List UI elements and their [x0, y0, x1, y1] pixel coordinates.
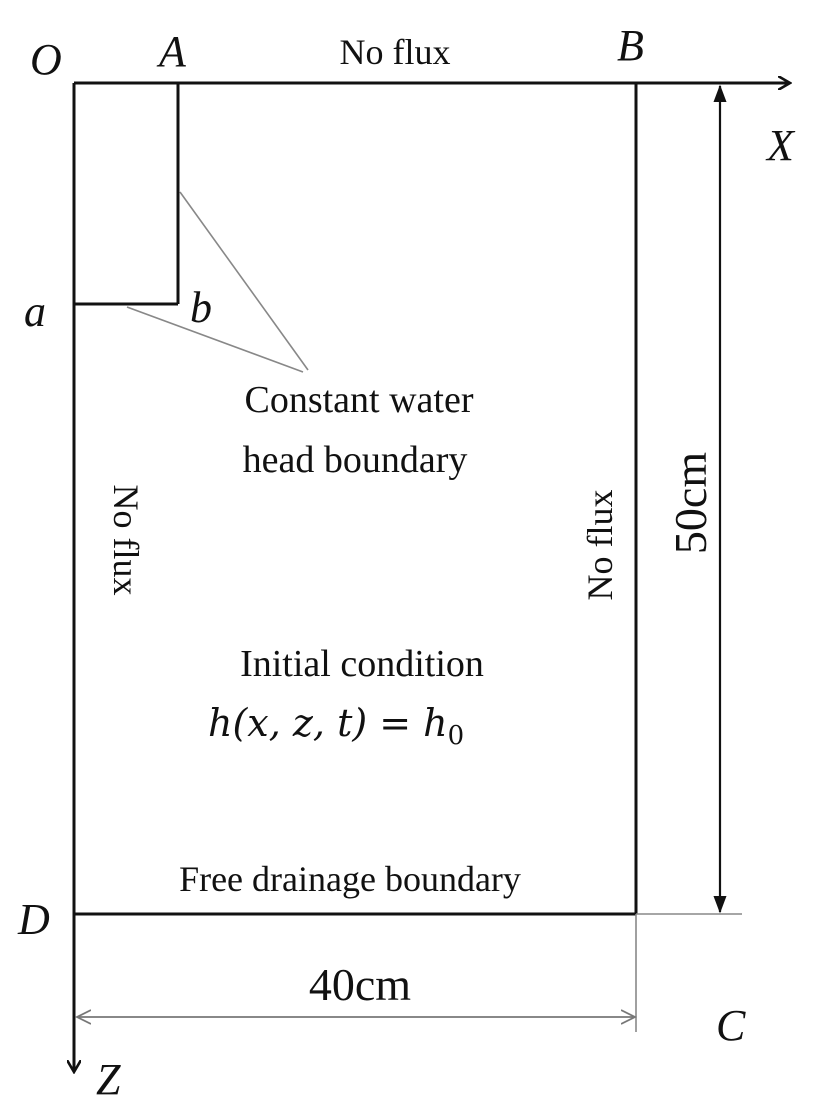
free-drainage-label: Free drainage boundary	[179, 859, 521, 899]
initial-condition-title: Initial condition	[240, 643, 484, 685]
label-a: a	[24, 287, 46, 336]
right-no-flux-label: No flux	[580, 490, 620, 601]
label-A: A	[156, 27, 187, 76]
equation-main: h(x, z, t) = h	[208, 701, 448, 745]
constant-head-label-line2: head boundary	[243, 439, 468, 481]
initial-condition-equation: h(x, z, t) = h0	[208, 701, 464, 751]
width-dimension-label: 40cm	[309, 959, 411, 1010]
height-dimension-label: 50cm	[665, 452, 716, 554]
constant-head-label-line1: Constant water	[244, 379, 473, 421]
equation-subscript: 0	[448, 721, 465, 751]
label-D: D	[17, 895, 50, 944]
label-O: O	[30, 35, 62, 84]
leader-line-horizontal	[126, 306, 304, 373]
leader-line-vertical	[179, 191, 309, 371]
label-b: b	[190, 283, 212, 332]
label-B: B	[617, 21, 644, 70]
left-no-flux-label: No flux	[106, 485, 146, 596]
label-Z: Z	[96, 1055, 121, 1102]
label-X: X	[765, 121, 796, 170]
label-C: C	[716, 1001, 746, 1050]
top-no-flux-label: No flux	[340, 32, 451, 72]
